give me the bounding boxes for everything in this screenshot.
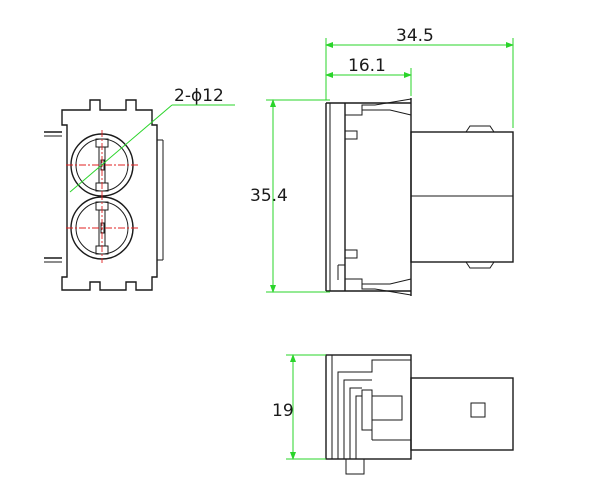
bottom-view bbox=[325, 354, 514, 475]
dim-height-lines bbox=[266, 99, 330, 293]
hole-callout-leader bbox=[69, 104, 235, 193]
dim-housing-length: 16.1 bbox=[348, 56, 386, 76]
front-view bbox=[44, 99, 235, 291]
dim-overall-length: 34.5 bbox=[396, 26, 434, 46]
dim-housing-length-lines bbox=[325, 68, 412, 96]
dim-thickness-lines bbox=[286, 354, 326, 460]
dim-height: 35.4 bbox=[250, 186, 288, 206]
dim-thickness: 19 bbox=[272, 401, 294, 421]
front-view-housing-outline bbox=[61, 99, 158, 291]
side-view bbox=[325, 98, 514, 296]
front-view-cavity-lower bbox=[66, 193, 138, 263]
hole-callout-label: 2-ϕ12 bbox=[174, 86, 224, 106]
dim-overall-length-lines bbox=[325, 38, 514, 128]
